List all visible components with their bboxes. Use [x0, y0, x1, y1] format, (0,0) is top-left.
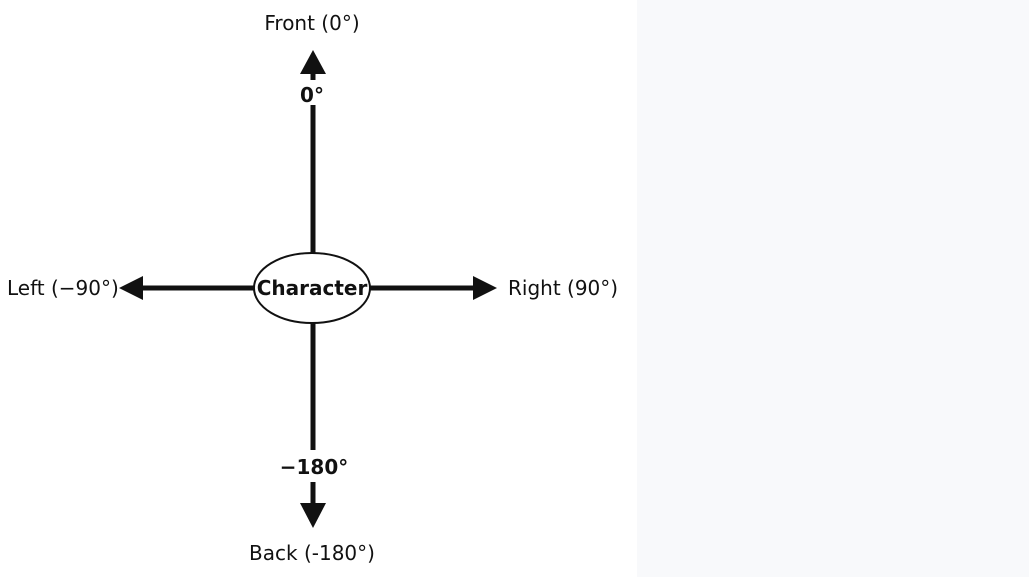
right-label: Right (90°) — [508, 276, 618, 300]
back-axis-value: −180° — [280, 455, 349, 479]
front-arrowhead — [300, 50, 326, 74]
left-label: Left (−90°) — [7, 276, 119, 300]
back-arrowhead — [300, 503, 326, 528]
orientation-diagram: Character Front (0°) 0° −180° Back (-180… — [7, 11, 619, 565]
left-arrowhead — [119, 276, 143, 300]
character-label: Character — [257, 276, 368, 300]
back-label: Back (-180°) — [249, 541, 375, 565]
orientation-diagram-svg: Character Front (0°) 0° −180° Back (-180… — [7, 11, 618, 565]
character-ellipse — [253, 252, 371, 324]
front-axis-value: 0° — [300, 83, 324, 107]
right-arrowhead — [473, 276, 497, 300]
blank-side-panel — [637, 0, 1029, 577]
front-label: Front (0°) — [264, 11, 359, 35]
